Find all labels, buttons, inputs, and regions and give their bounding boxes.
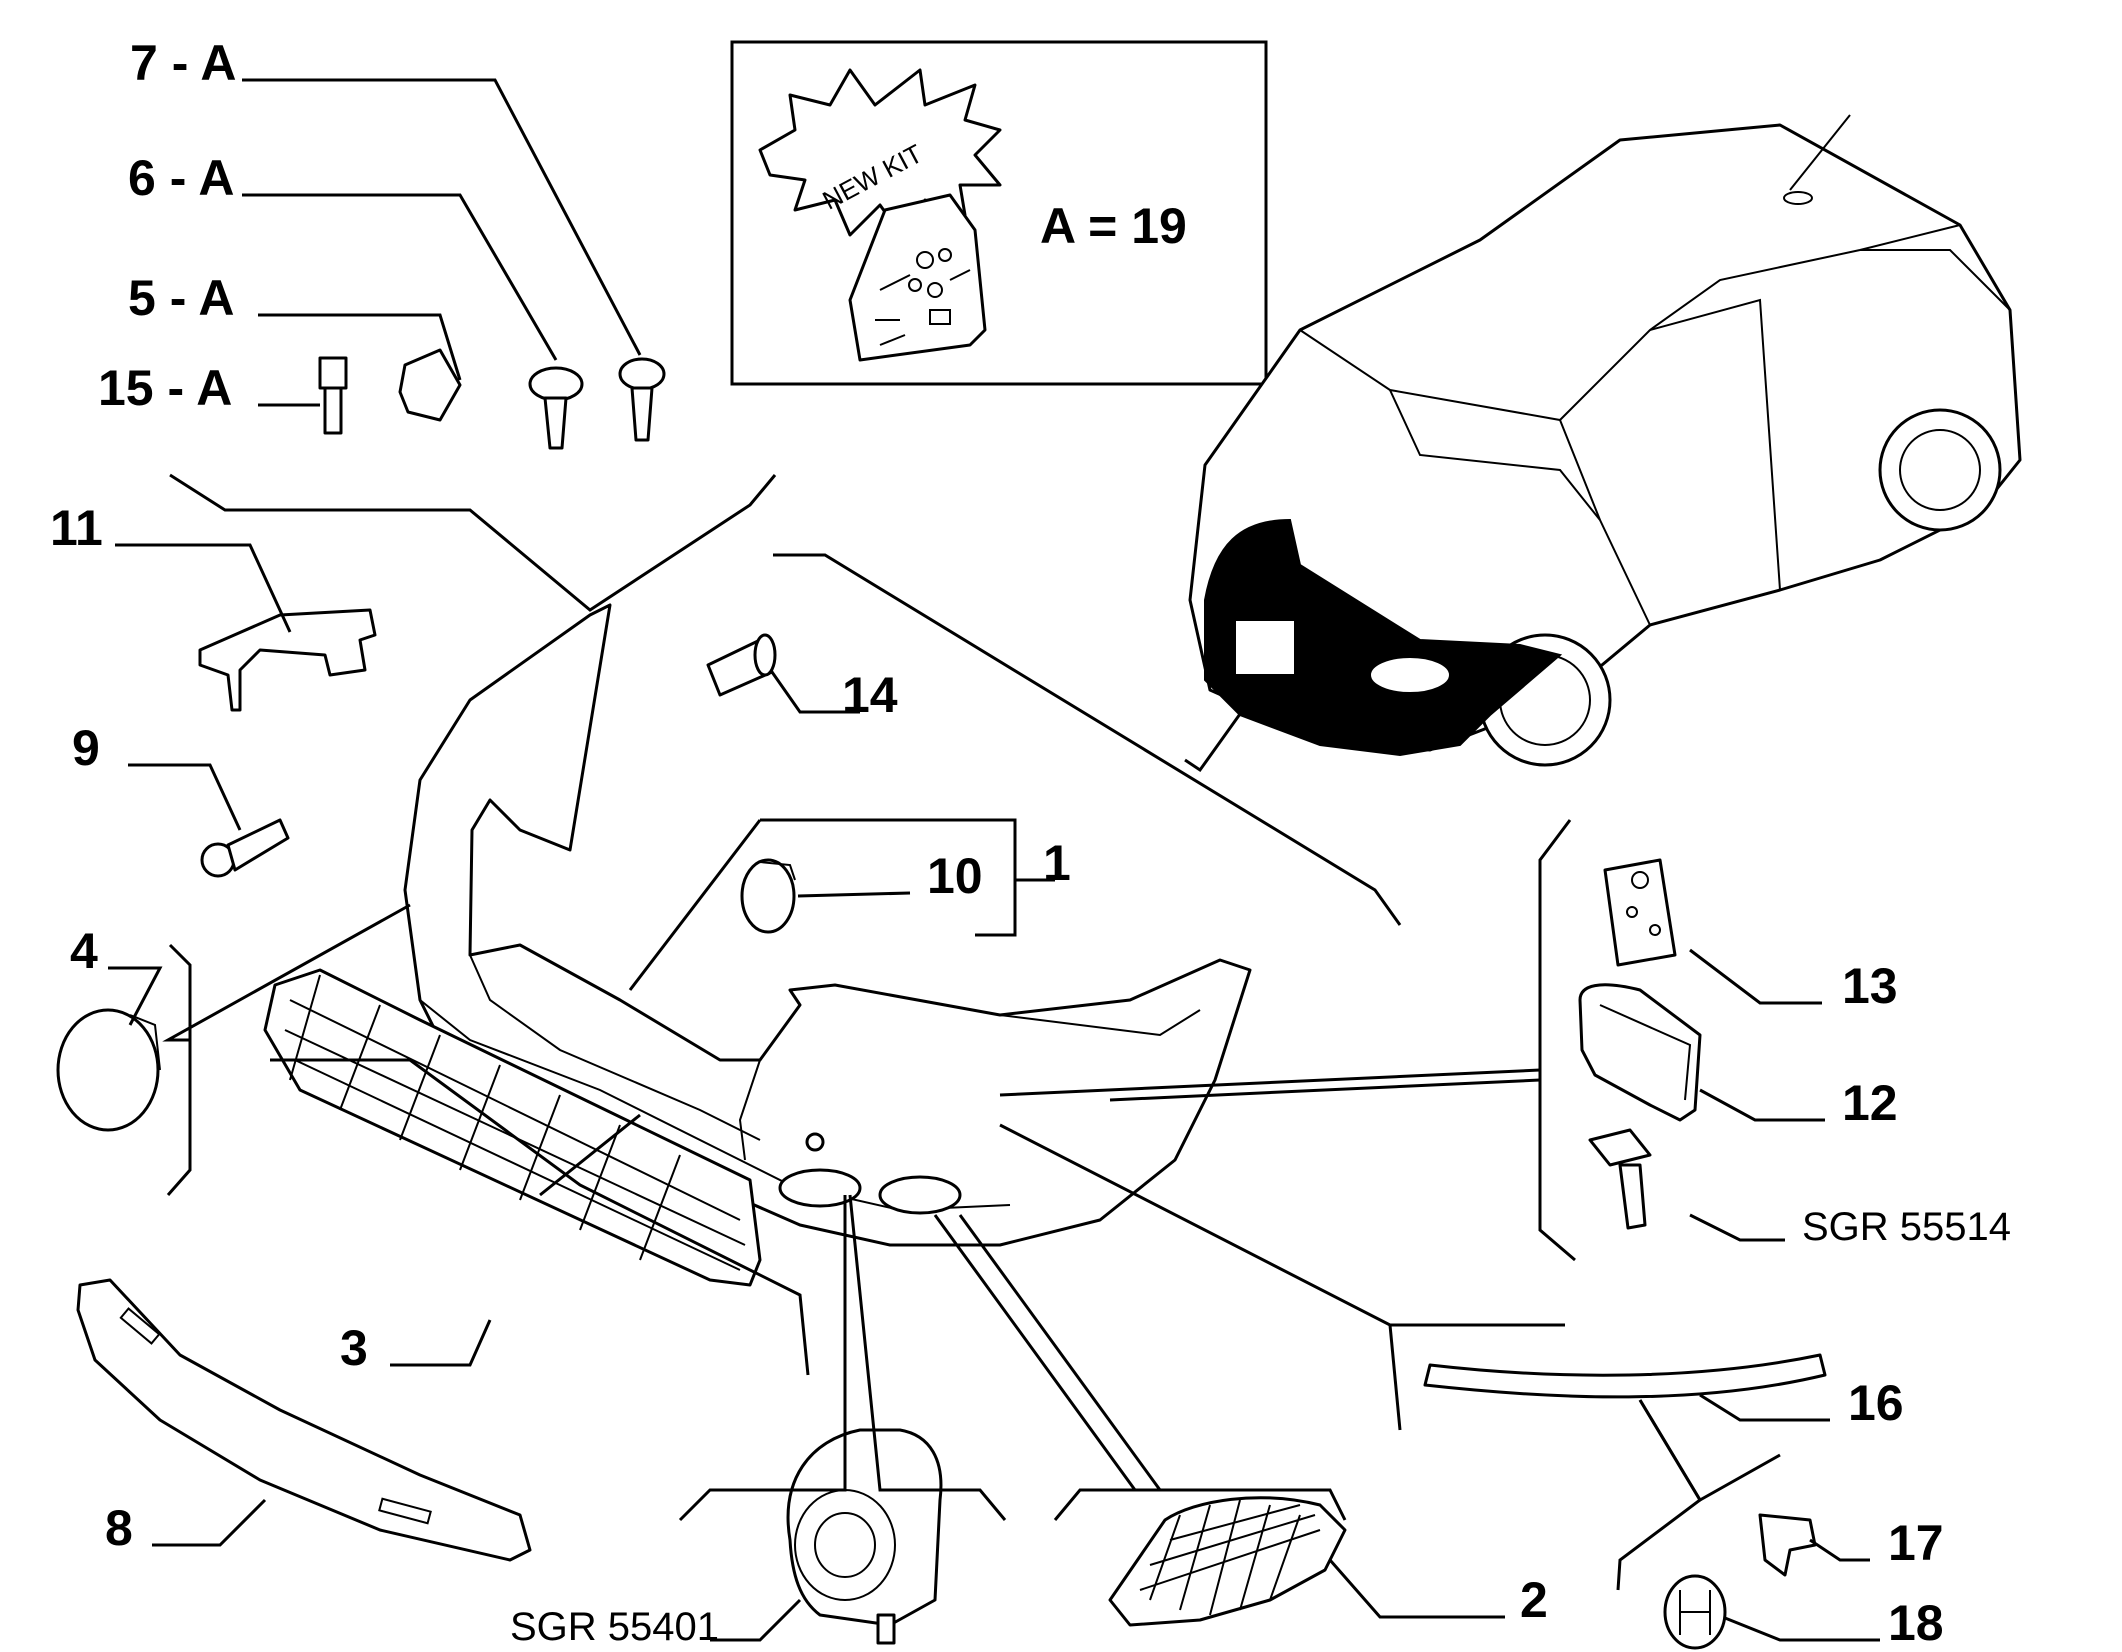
- screw-part-7: [618, 357, 666, 442]
- label-14: 14: [842, 667, 898, 723]
- kit-bag-part-13: [1603, 858, 1677, 967]
- car-illustration: [1188, 114, 2022, 767]
- headlamp-washer-nozzle: [1588, 1128, 1652, 1230]
- label-5-a: 5 - A: [128, 270, 235, 326]
- label-11: 11: [50, 500, 103, 556]
- label-7-a: 7 - A: [130, 35, 237, 91]
- kit-equation: A = 19: [1040, 198, 1187, 254]
- badge-part-18: [1663, 1574, 1727, 1650]
- label-9: 9: [72, 720, 100, 776]
- bolt-part-15: [318, 356, 348, 435]
- highlighted-front-bumper: [1204, 518, 1563, 757]
- plug-part-14: [706, 633, 777, 697]
- label-6-a: 6 - A: [128, 150, 235, 206]
- kit-bag: [848, 193, 987, 362]
- cap-part-4: [56, 1008, 161, 1132]
- new-kit-box: NEW KIT A = 19: [730, 40, 1268, 386]
- label-13: 13: [1842, 958, 1898, 1014]
- bracket-part-11: [198, 608, 377, 712]
- label-17: 17: [1888, 1515, 1944, 1571]
- fog-lamp: [786, 1428, 943, 1645]
- headlamp-washer-cover-part-12: [1578, 983, 1702, 1122]
- label-2: 2: [1520, 1572, 1548, 1628]
- label-18: 18: [1888, 1595, 1944, 1651]
- clip-nut-part-5: [398, 348, 462, 422]
- label-sgr-55401: SGR 55401: [510, 1605, 719, 1649]
- trim-strip-part-16: [1423, 1353, 1827, 1399]
- tow-hook-cover-part-10: [740, 858, 796, 934]
- label-16: 16: [1848, 1375, 1904, 1431]
- label-sgr-55514: SGR 55514: [1802, 1205, 2011, 1249]
- screw-part-6: [528, 366, 584, 450]
- label-8: 8: [105, 1500, 133, 1556]
- screw-part-9: [200, 818, 290, 878]
- label-1: 1: [1043, 835, 1071, 891]
- grille-insert-part-2: [1108, 1496, 1347, 1627]
- front-bumper-part-1: [403, 603, 1252, 1247]
- label-3: 3: [340, 1320, 368, 1376]
- label-12: 12: [1842, 1075, 1898, 1131]
- clip-part-17: [1758, 1513, 1817, 1577]
- label-4: 4: [70, 923, 98, 979]
- kit-bag-contents: [875, 248, 971, 346]
- leader-lines: [108, 78, 1880, 1642]
- reinforcement-part-8: [76, 1278, 532, 1562]
- label-10: 10: [927, 848, 983, 904]
- label-15-a: 15 - A: [98, 360, 232, 416]
